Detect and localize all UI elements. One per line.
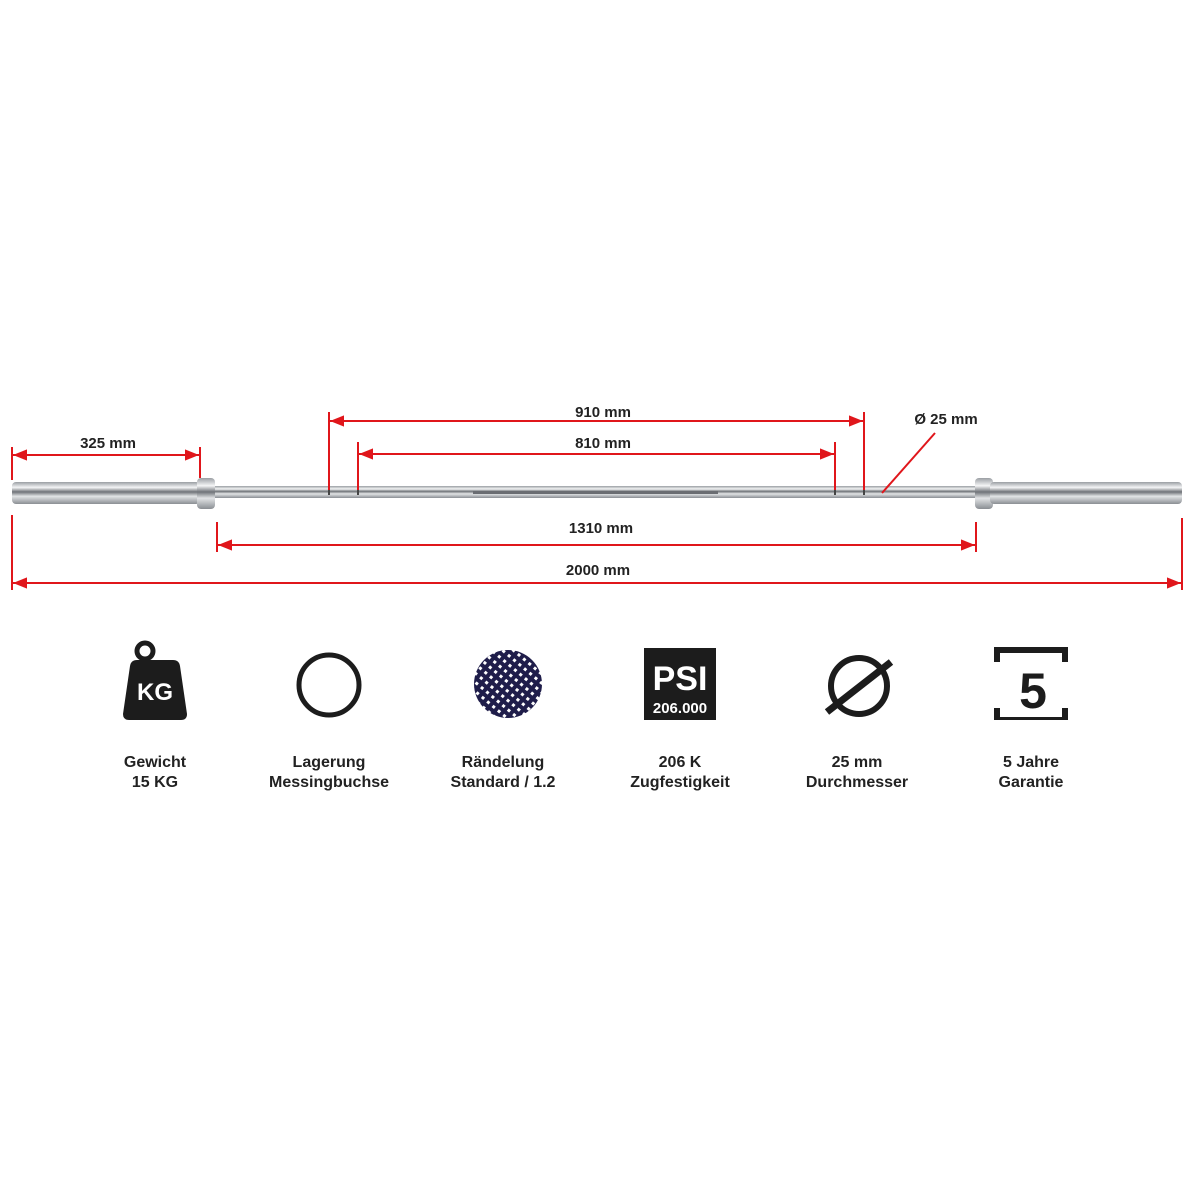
feature-diameter: 25 mm Durchmesser bbox=[772, 640, 942, 793]
feature-label: Rändelung bbox=[461, 754, 545, 771]
collar-left bbox=[197, 478, 215, 509]
svg-text:5: 5 bbox=[1019, 663, 1047, 719]
diameter-leader bbox=[881, 432, 936, 494]
svg-text:KG: KG bbox=[137, 679, 173, 706]
barbell bbox=[12, 478, 1182, 509]
feature-weight: KG Gewicht 15 KG bbox=[70, 640, 240, 793]
feature-bearing: Lagerung Messingbuchse bbox=[244, 640, 414, 793]
feature-label: 25 mm bbox=[831, 754, 883, 771]
label-910: 910 mm bbox=[575, 404, 631, 421]
svg-text:206.000: 206.000 bbox=[653, 700, 707, 717]
feature-knurling: Rändelung Standard / 1.2 bbox=[418, 640, 588, 793]
knurl-marks bbox=[328, 489, 865, 495]
psi-icon: PSI 206.000 bbox=[644, 648, 716, 720]
ring-icon bbox=[296, 652, 362, 718]
label-2000: 2000 mm bbox=[566, 562, 630, 579]
sleeve-right bbox=[990, 482, 1182, 504]
feature-value: Durchmesser bbox=[805, 774, 909, 791]
feature-label: 206 K bbox=[658, 754, 702, 771]
collar-right bbox=[975, 478, 993, 509]
label-325: 325 mm bbox=[80, 435, 136, 452]
knurl-center bbox=[473, 491, 718, 494]
feature-tensile: PSI 206.000 206 K Zugfestigkeit bbox=[595, 640, 765, 793]
warranty-5-icon: 5 bbox=[994, 647, 1068, 723]
svg-text:PSI: PSI bbox=[653, 660, 708, 698]
weight-kg-icon: KG bbox=[123, 640, 187, 720]
feature-warranty: 5 5 Jahre Garantie bbox=[946, 640, 1116, 793]
feature-value: Garantie bbox=[998, 774, 1064, 791]
feature-label: 5 Jahre bbox=[1002, 754, 1060, 771]
feature-value: 15 KG bbox=[131, 774, 179, 791]
feature-value: Messingbuchse bbox=[268, 774, 390, 791]
label-1310: 1310 mm bbox=[569, 520, 633, 537]
barbell-diagram: 325 mm 910 mm 810 mm 1310 mm 2000 mm Ø 2… bbox=[11, 404, 1183, 590]
feature-label: Gewicht bbox=[123, 754, 187, 771]
feature-value: Standard / 1.2 bbox=[450, 774, 556, 791]
label-810: 810 mm bbox=[575, 435, 631, 452]
label-diameter: Ø 25 mm bbox=[914, 411, 977, 428]
diameter-icon bbox=[824, 655, 894, 717]
sleeve-left bbox=[12, 482, 200, 504]
dimension-lines bbox=[11, 412, 1183, 590]
feature-label: Lagerung bbox=[292, 754, 366, 771]
knurling-icon bbox=[474, 650, 542, 718]
feature-value: Zugfestigkeit bbox=[630, 774, 730, 791]
